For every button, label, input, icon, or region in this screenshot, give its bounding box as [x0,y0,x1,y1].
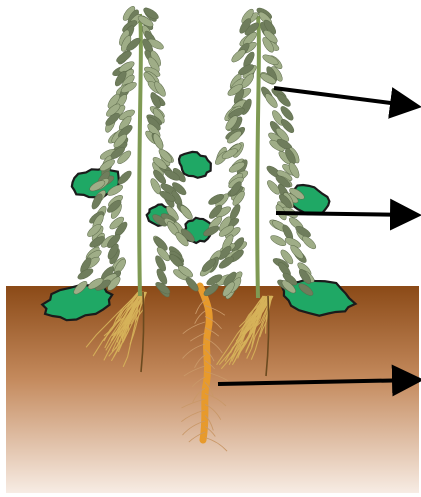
arrow-upper [274,88,414,106]
stem [139,14,141,296]
bean-leaf [261,53,279,67]
bean-leaf [178,204,194,222]
bean-plant-right [198,6,318,300]
stem [257,16,259,298]
bean-leaf [269,233,287,247]
bean-plant-left [72,4,201,298]
arrow-middle [276,213,414,215]
